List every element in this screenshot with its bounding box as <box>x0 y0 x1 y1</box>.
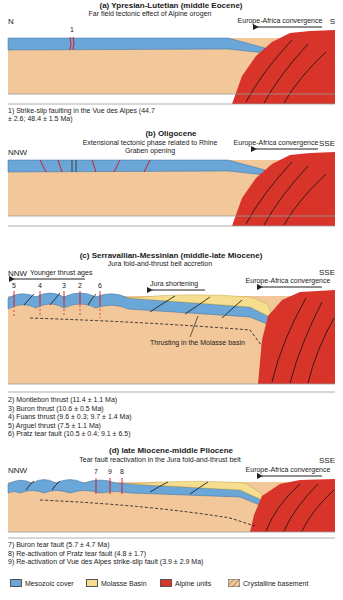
panel-title: (c) Serravallian-Messinian (middle-late … <box>80 251 263 261</box>
age-note: 7) Buron tear fault (5.7 ± 4.7 Ma) <box>8 541 110 549</box>
arrow-label: Europe-Africa convergence <box>234 139 319 147</box>
age-note: 4) Fuans thrust (9.6 ± 0.3; 9.7 ± 1.4 Ma… <box>8 413 132 421</box>
age-note: 9) Re-activation of Vue des Alpes strike… <box>8 558 203 566</box>
age-note: 5) Arguel thrust (7.5 ± 1.1 Ma) <box>8 422 101 430</box>
legend-swatch <box>86 579 98 587</box>
legend-text: Molasse Basin <box>101 580 147 587</box>
callout-number: 6 <box>98 282 102 290</box>
arrow-label: Younger thrust ages <box>30 269 92 277</box>
age-note: 3) Buron thrust (10.6 ± 0.5 Ma) <box>8 405 104 413</box>
legend-item: Molasse Basin <box>86 579 147 587</box>
panel-title: (d) late Miocene-middle Pliocene <box>109 446 233 456</box>
callout-number: 2 <box>78 282 82 290</box>
age-note: 1) Strike-slip faulting in the Vue des A… <box>8 107 158 124</box>
panel-subtitle: Tear fault reactivation in the Jura fold… <box>79 456 240 464</box>
callout-number: 1 <box>70 26 74 34</box>
callout-number: 9 <box>108 468 112 476</box>
compass-label: NNW <box>8 466 27 476</box>
compass-label: SSE <box>319 268 335 278</box>
legend-item: Alpine units <box>160 579 211 587</box>
arrow-label: Jura shortening <box>150 280 198 288</box>
panel-subtitle: Extensional tectonic phase related to Rh… <box>75 139 225 156</box>
arrow-label: Europe-Africa convergence <box>246 277 331 285</box>
arrow-label: Europe-Africa convergence <box>246 466 331 474</box>
legend-text: Crystalline basement <box>243 580 308 587</box>
compass-label: NNW <box>8 148 27 158</box>
compass-label: N <box>8 17 14 27</box>
age-note: 6) Pratz tear fault (10.5 ± 0.4; 9.1 ± 6… <box>8 430 130 438</box>
compass-label: SSE <box>319 456 335 466</box>
panel-title: (a) Ypresian-Lutetian (middle Eocene) <box>100 1 243 11</box>
legend-text: Alpine units <box>175 580 211 587</box>
legend-swatch <box>10 579 22 587</box>
panel-title: (b) Oligocene <box>145 129 196 139</box>
age-note: 2) Montlebon thrust (11.4 ± 1.1 Ma) <box>8 396 117 404</box>
callout-number: 8 <box>120 468 124 476</box>
hatch-swatch <box>228 579 240 587</box>
legend-swatch <box>160 579 172 587</box>
callout-number: 5 <box>12 282 16 290</box>
legend-text: Mesozoic cover <box>25 580 74 587</box>
compass-label: SSE <box>319 139 335 149</box>
callout-number: 7 <box>94 468 98 476</box>
compass-label: S <box>330 17 335 27</box>
compass-label: NNW <box>8 269 27 279</box>
legend-item: Mesozoic cover <box>10 579 74 587</box>
legend-item: Crystalline basement <box>228 579 308 587</box>
callout-number: 3 <box>62 282 66 290</box>
panel-subtitle: Jura fold-and-thrust belt accretion <box>108 260 212 268</box>
panel-subtitle: Far field tectonic effect of Alpine orog… <box>89 10 212 18</box>
arrow-label: Europe-Africa convergence <box>238 17 323 25</box>
callout-number: 4 <box>38 282 42 290</box>
age-note: 8) Re-activation of Pratz tear fault (4.… <box>8 550 146 558</box>
annotation: Thrusting in the Molasse basin <box>150 339 245 347</box>
